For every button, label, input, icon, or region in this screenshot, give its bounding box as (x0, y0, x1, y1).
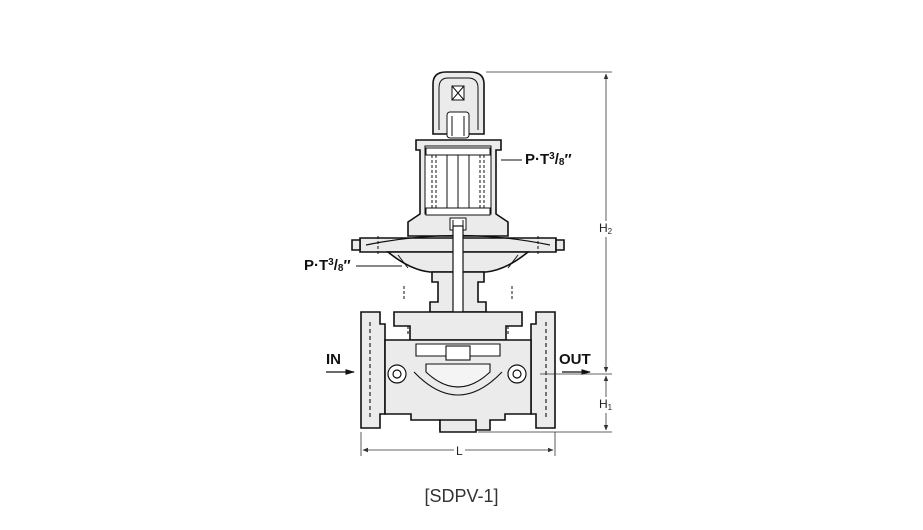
dim-h1-label: H1 (598, 397, 614, 413)
port-lower-label: P·T3/8″ (304, 257, 351, 274)
dim-h2-label: H2 (598, 221, 614, 237)
outlet-label: OUT (559, 351, 591, 368)
port-bosses (387, 364, 527, 384)
valve-body-inner (369, 322, 547, 418)
dim-l-label: L (454, 444, 465, 458)
adjusting-screw (446, 85, 470, 139)
valve-cap (432, 71, 485, 135)
inlet-label: IN (326, 351, 341, 368)
port-upper-label: P·T3/8″ (525, 151, 572, 168)
figure-caption: [SDPV-1] (424, 486, 499, 506)
